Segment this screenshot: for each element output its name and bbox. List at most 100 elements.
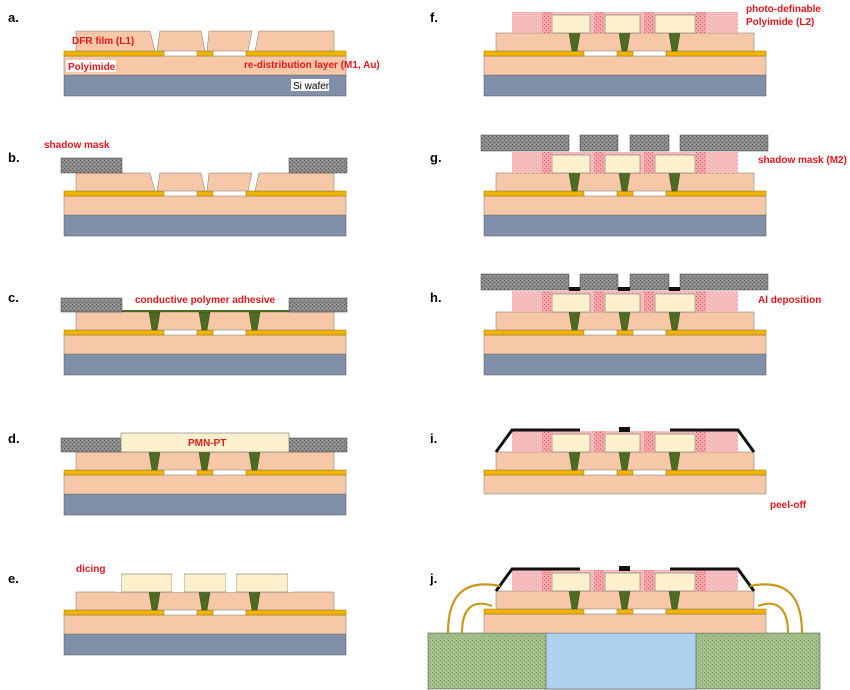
si-wafer (63, 353, 347, 376)
photo-polyimide-fill (644, 570, 654, 591)
photo-polyimide-fill (696, 570, 706, 591)
step-label: f. (430, 10, 438, 25)
pmn-pt-piece (604, 572, 641, 592)
pmn-pt-piece (654, 433, 696, 453)
gold-pad (63, 50, 165, 57)
step-a: a. DFR film (L1) Polyimide re-distributi… (8, 10, 380, 97)
photo-polyimide-fill (594, 431, 604, 452)
dfr-film (206, 30, 253, 52)
step-label: c. (8, 290, 19, 305)
dfr-film-label: DFR film (L1) (72, 36, 134, 47)
adhesive-label: conductive polymer adhesive (135, 295, 275, 306)
gold-pad (665, 469, 767, 476)
pmn-pt-piece (604, 433, 641, 453)
photo-polyimide-fill (594, 570, 604, 591)
al-top-electrode (619, 427, 630, 432)
pmn-pt-piece (604, 14, 641, 34)
redistribution-layer-label: re-distribution layer (M1, Au) (244, 60, 380, 71)
al-top-electrode (670, 428, 756, 453)
shadow-mask (288, 157, 348, 174)
si-wafer (63, 633, 347, 656)
al-deposit (569, 287, 580, 291)
gold-pad (616, 50, 634, 57)
photo-polyimide-label: Polyimide (L2) (746, 17, 814, 28)
gold-pad (245, 469, 347, 476)
shadow-mask (60, 437, 123, 453)
photo-polyimide-fill (542, 570, 552, 591)
photo-polyimide-fill (644, 152, 654, 173)
al-top-electrode (670, 567, 756, 592)
al-deposition-label: Al deposition (758, 295, 821, 306)
shadow-mask-m2 (579, 273, 619, 291)
gold-pad (483, 50, 585, 57)
dfr-film (254, 30, 335, 52)
shadow-mask (60, 297, 123, 313)
al-top-electrode (494, 428, 580, 453)
pmn-pt-piece (654, 293, 696, 313)
gold-pad (196, 190, 214, 197)
polyimide-layer (63, 334, 347, 355)
polyimide-label: Polyimide (68, 62, 116, 73)
dfr-film (75, 30, 156, 52)
step-label: g. (430, 150, 442, 165)
pmn-pt-piece (654, 154, 696, 174)
photo-polyimide-fill (594, 12, 604, 33)
pmn-pt-piece (551, 293, 591, 313)
si-wafer (483, 214, 767, 237)
polyimide-layer (63, 195, 347, 216)
photo-polyimide-fill (644, 431, 654, 452)
gold-pad (196, 609, 214, 616)
photo-definable-label: photo-definable (746, 4, 821, 15)
shadow-mask (288, 297, 348, 313)
al-top-electrode (619, 566, 630, 571)
step-label: h. (430, 290, 442, 305)
dicing-gap (226, 574, 236, 592)
polyimide-layer (483, 334, 767, 355)
gold-pad (665, 50, 767, 57)
bond-wire (757, 602, 790, 634)
bond-wire (460, 602, 493, 634)
shadow-mask-m2-label: shadow mask (M2) (758, 155, 847, 166)
board-window (545, 632, 697, 690)
photo-polyimide-fill (542, 291, 552, 312)
gold-pad (196, 329, 214, 336)
gold-pad (665, 190, 767, 197)
pmn-pt-piece (551, 154, 591, 174)
pmn-pt-piece (183, 573, 227, 593)
polyimide-layer (63, 474, 347, 495)
gold-pad (665, 329, 767, 336)
gold-pad (245, 50, 347, 57)
step-label: a. (8, 10, 19, 25)
polyimide-layer (63, 614, 347, 635)
si-wafer (63, 493, 347, 516)
pmn-pt-piece (604, 154, 641, 174)
shadow-mask-m2 (480, 134, 570, 152)
dicing-gap (288, 574, 292, 592)
pmn-pt-piece (551, 14, 591, 34)
pmn-pt-piece (235, 573, 289, 593)
step-j: j. (427, 566, 821, 690)
si-wafer (483, 74, 767, 97)
step-f: f. photo-definable Polyimide (L2) (430, 4, 821, 97)
step-h: h. Al deposition (430, 273, 821, 376)
shadow-mask (60, 157, 123, 174)
dfr-film (254, 172, 335, 192)
photo-polyimide-fill (594, 291, 604, 312)
pmn-pt-piece (551, 572, 591, 592)
gold-pad (63, 329, 165, 336)
shadow-mask-m2 (679, 273, 769, 291)
step-c: c. conductive polymer adhesive (8, 290, 348, 376)
dicing-label: dicing (76, 564, 105, 575)
photo-polyimide-fill (696, 152, 706, 173)
gold-pad (483, 469, 585, 476)
pmn-pt-piece (654, 14, 696, 34)
al-deposit (669, 287, 680, 291)
photo-polyimide-fill (644, 291, 654, 312)
photo-polyimide-fill (542, 12, 552, 33)
gold-pad (483, 608, 585, 615)
shadow-mask (288, 437, 348, 453)
gold-pad (616, 190, 634, 197)
gold-pad (63, 609, 165, 616)
gold-pad (245, 329, 347, 336)
dfr-film (156, 172, 206, 192)
